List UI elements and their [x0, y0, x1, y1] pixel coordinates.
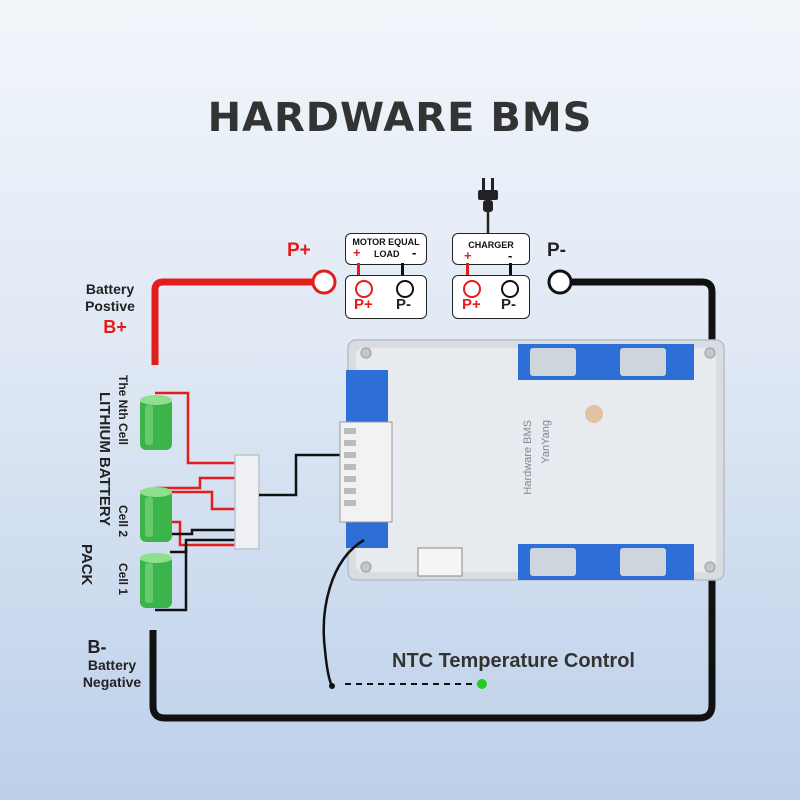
balance-wires [155, 391, 237, 612]
load-out-plus: P+ [354, 296, 373, 313]
p-minus-terminal [547, 269, 573, 295]
ntc-probe-wire [322, 538, 365, 687]
charger-box-terminals: P+ P- [452, 275, 530, 319]
charger-minus-lead [509, 263, 512, 277]
balance-connector [234, 454, 260, 550]
cell-1 [140, 553, 172, 608]
load-minus-sign: - [412, 245, 417, 260]
negative-main-wire [149, 278, 716, 722]
charger-box-header: CHARGER + - [452, 233, 530, 265]
battery-negative-line2: Negative [82, 674, 142, 690]
charger-plus-lead [466, 263, 469, 277]
charger-p-plus-socket [463, 280, 481, 298]
battery-negative-label: B- Battery Negative [72, 637, 152, 691]
charger-box-title: CHARGER [468, 240, 514, 250]
cell-nth-label: The Nth Cell [116, 375, 130, 446]
power-plug-icon [478, 178, 498, 235]
battery-negative-line1: Battery [87, 657, 137, 673]
ntc-probe-tip [329, 683, 335, 689]
load-box-terminals: P+ P- [345, 275, 427, 319]
battery-positive-label: Battery Postive B+ [70, 281, 150, 339]
charger-out-minus: P- [501, 296, 516, 313]
load-p-plus-socket [355, 280, 373, 298]
page-title: HARDWARE BMS [207, 95, 593, 141]
charger-minus-sign: - [508, 248, 513, 263]
positive-main-wire [151, 278, 313, 365]
p-plus-label: P+ [287, 240, 311, 261]
ntc-pointer-dot [477, 679, 487, 689]
battery-positive-symbol: B+ [103, 317, 127, 337]
battery-negative-symbol: B- [87, 637, 107, 657]
load-out-minus: P- [396, 296, 411, 313]
cell-nth [140, 395, 172, 450]
load-box-title-1: MOTOR EQUAL [352, 237, 420, 247]
load-plus-lead [357, 263, 360, 277]
connector-to-board-wire [259, 453, 340, 497]
board-brand-text: YanYang [540, 420, 552, 464]
charger-plus-sign: + [464, 248, 472, 263]
load-plus-sign: + [353, 245, 361, 260]
pack-label-line2: PACK [78, 544, 95, 586]
load-p-minus-socket [396, 280, 414, 298]
load-minus-lead [401, 263, 404, 277]
cell-2-label: Cell 2 [116, 505, 130, 538]
load-box-header: MOTOR EQUAL + LOAD - [345, 233, 427, 265]
battery-positive-line1: Battery [85, 281, 135, 297]
p-plus-terminal [311, 269, 337, 295]
bms-board [339, 339, 725, 581]
pack-label-line1: LITHIUM BATTERY [96, 392, 113, 527]
p-minus-label: P- [547, 240, 566, 261]
charger-p-minus-socket [501, 280, 519, 298]
ntc-label: NTC Temperature Control [392, 650, 635, 672]
cell-2 [140, 487, 172, 542]
battery-positive-line2: Postive [85, 298, 135, 314]
board-name-text: Hardware BMS [522, 420, 534, 495]
load-box-title-2: LOAD [374, 249, 400, 259]
charger-out-plus: P+ [462, 296, 481, 313]
cell-1-label: Cell 1 [116, 563, 130, 596]
